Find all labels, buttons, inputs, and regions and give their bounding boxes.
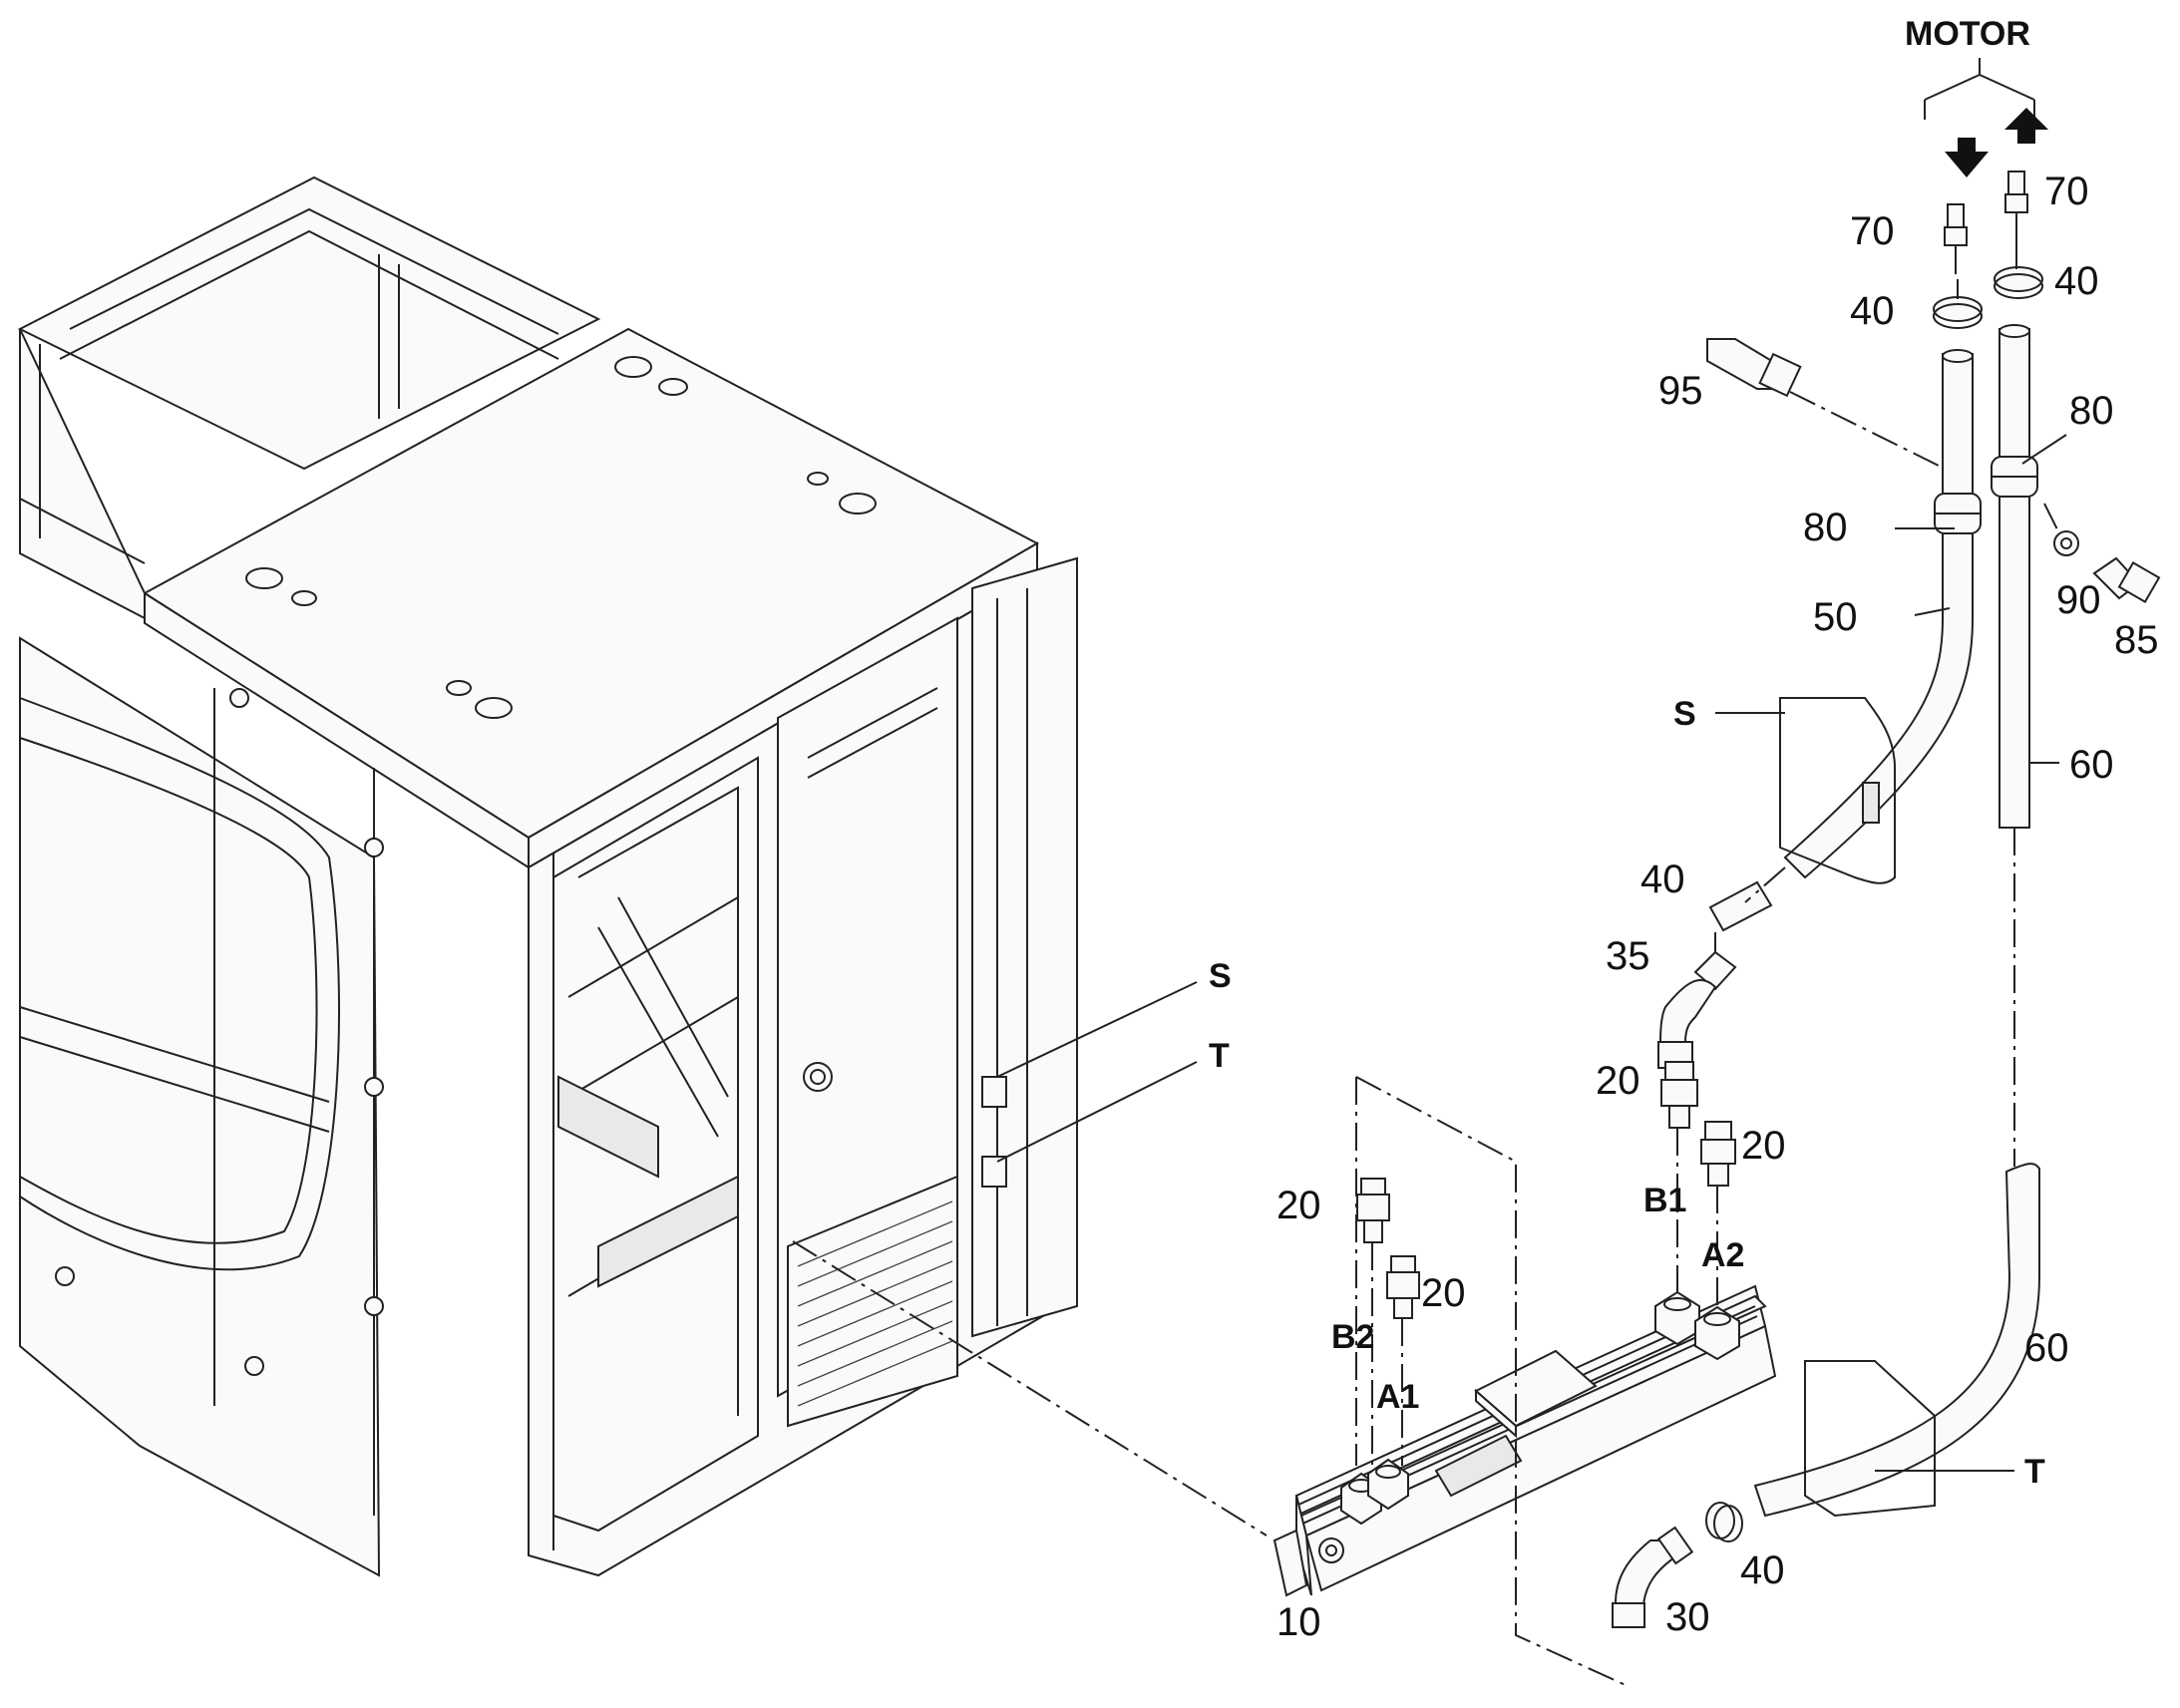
port-label-b1: B1 [1643, 1182, 1686, 1219]
zone-label-t-hose: T [2024, 1453, 2045, 1491]
callout-30: 30 [1665, 1595, 1710, 1639]
motor-header: MOTOR [1905, 15, 2048, 177]
fitting-20-a1 [1386, 1255, 1420, 1319]
clamp-40-lower [1708, 880, 1773, 932]
cab-zone-callouts: S T [996, 957, 1232, 1163]
hose-50 [1783, 353, 1974, 879]
callout-85: 85 [2114, 618, 2159, 662]
callout-20-b1: 20 [1596, 1059, 1640, 1103]
zone-label-s-hose: S [1673, 695, 1696, 733]
louver-grille [787, 1175, 958, 1428]
port-label-a2: A2 [1701, 1236, 1744, 1274]
side-column [971, 556, 1078, 1338]
port-a2-nut [1694, 1305, 1740, 1361]
port-label-b2: B2 [1331, 1318, 1374, 1356]
fitting-20-a2 [1700, 1121, 1736, 1187]
callout-60-lower: 60 [2024, 1326, 2069, 1370]
clamp-80-left [1934, 493, 1982, 534]
arrow-down-icon [1945, 138, 1989, 177]
callout-80-left: 80 [1803, 506, 1848, 549]
arrow-up-icon [2004, 108, 2048, 144]
port-label-a1: A1 [1376, 1378, 1419, 1416]
zone-label-s: S [1209, 957, 1232, 995]
callout-20-a2: 20 [1741, 1124, 1786, 1168]
cab-left-side [19, 636, 381, 1577]
callout-40-left: 40 [1850, 289, 1895, 333]
clamp-40-right [1994, 266, 2043, 299]
callout-20-b2: 20 [1276, 1184, 1321, 1227]
callout-labels: 70 70 40 40 95 80 80 90 85 50 S 60 40 35… [1276, 170, 2159, 1644]
callout-10: 10 [1276, 1600, 1321, 1644]
rear-frame [19, 328, 146, 620]
bolt-85 [2092, 556, 2161, 603]
motor-label: MOTOR [1905, 15, 2030, 53]
callout-70-left: 70 [1850, 209, 1895, 253]
callout-50: 50 [1813, 595, 1858, 639]
hose-60-upper [1998, 328, 2030, 829]
callout-90: 90 [2056, 578, 2101, 622]
clamp-80-right [1991, 456, 2038, 498]
callout-40-bottom: 40 [1740, 1548, 1785, 1592]
hose-60-lower [1753, 1163, 2040, 1518]
callout-80-right: 80 [2069, 389, 2114, 433]
callout-35: 35 [1606, 934, 1650, 978]
bolt-95 [1706, 338, 1802, 398]
fitting-70-right [2004, 171, 2028, 244]
port-b1-nut [1654, 1290, 1700, 1346]
assembly-centerlines [792, 244, 2060, 1686]
leader-lines [1715, 434, 2067, 1472]
elbow-fitting-35 [1657, 950, 1737, 1069]
elbow-fitting-30 [1612, 1526, 1694, 1628]
callout-40-right: 40 [2054, 259, 2099, 303]
fitting-20-b2 [1356, 1178, 1390, 1243]
hose-assembly [1356, 171, 2161, 1628]
callout-40-lower: 40 [1640, 857, 1685, 901]
fitting-20-b1 [1660, 1061, 1698, 1129]
callout-20-a1: 20 [1421, 1271, 1466, 1315]
washer-90 [2053, 530, 2079, 556]
callout-70-right: 70 [2044, 170, 2089, 213]
clamp-40-left [1933, 296, 1983, 329]
zone-label-t: T [1209, 1037, 1230, 1075]
shield-s [1779, 697, 1896, 884]
callout-60-upper: 60 [2069, 743, 2114, 787]
cab-frame [17, 175, 1078, 1577]
shield-t [1804, 1360, 1936, 1518]
heat-exchanger-10 [1272, 1284, 1777, 1597]
callout-95: 95 [1658, 369, 1703, 413]
roof-rear-panel [17, 175, 601, 471]
port-b2-nut [1367, 1458, 1409, 1511]
fitting-70-left [1944, 203, 1968, 274]
clamp-40-bottom [1705, 1502, 1743, 1542]
